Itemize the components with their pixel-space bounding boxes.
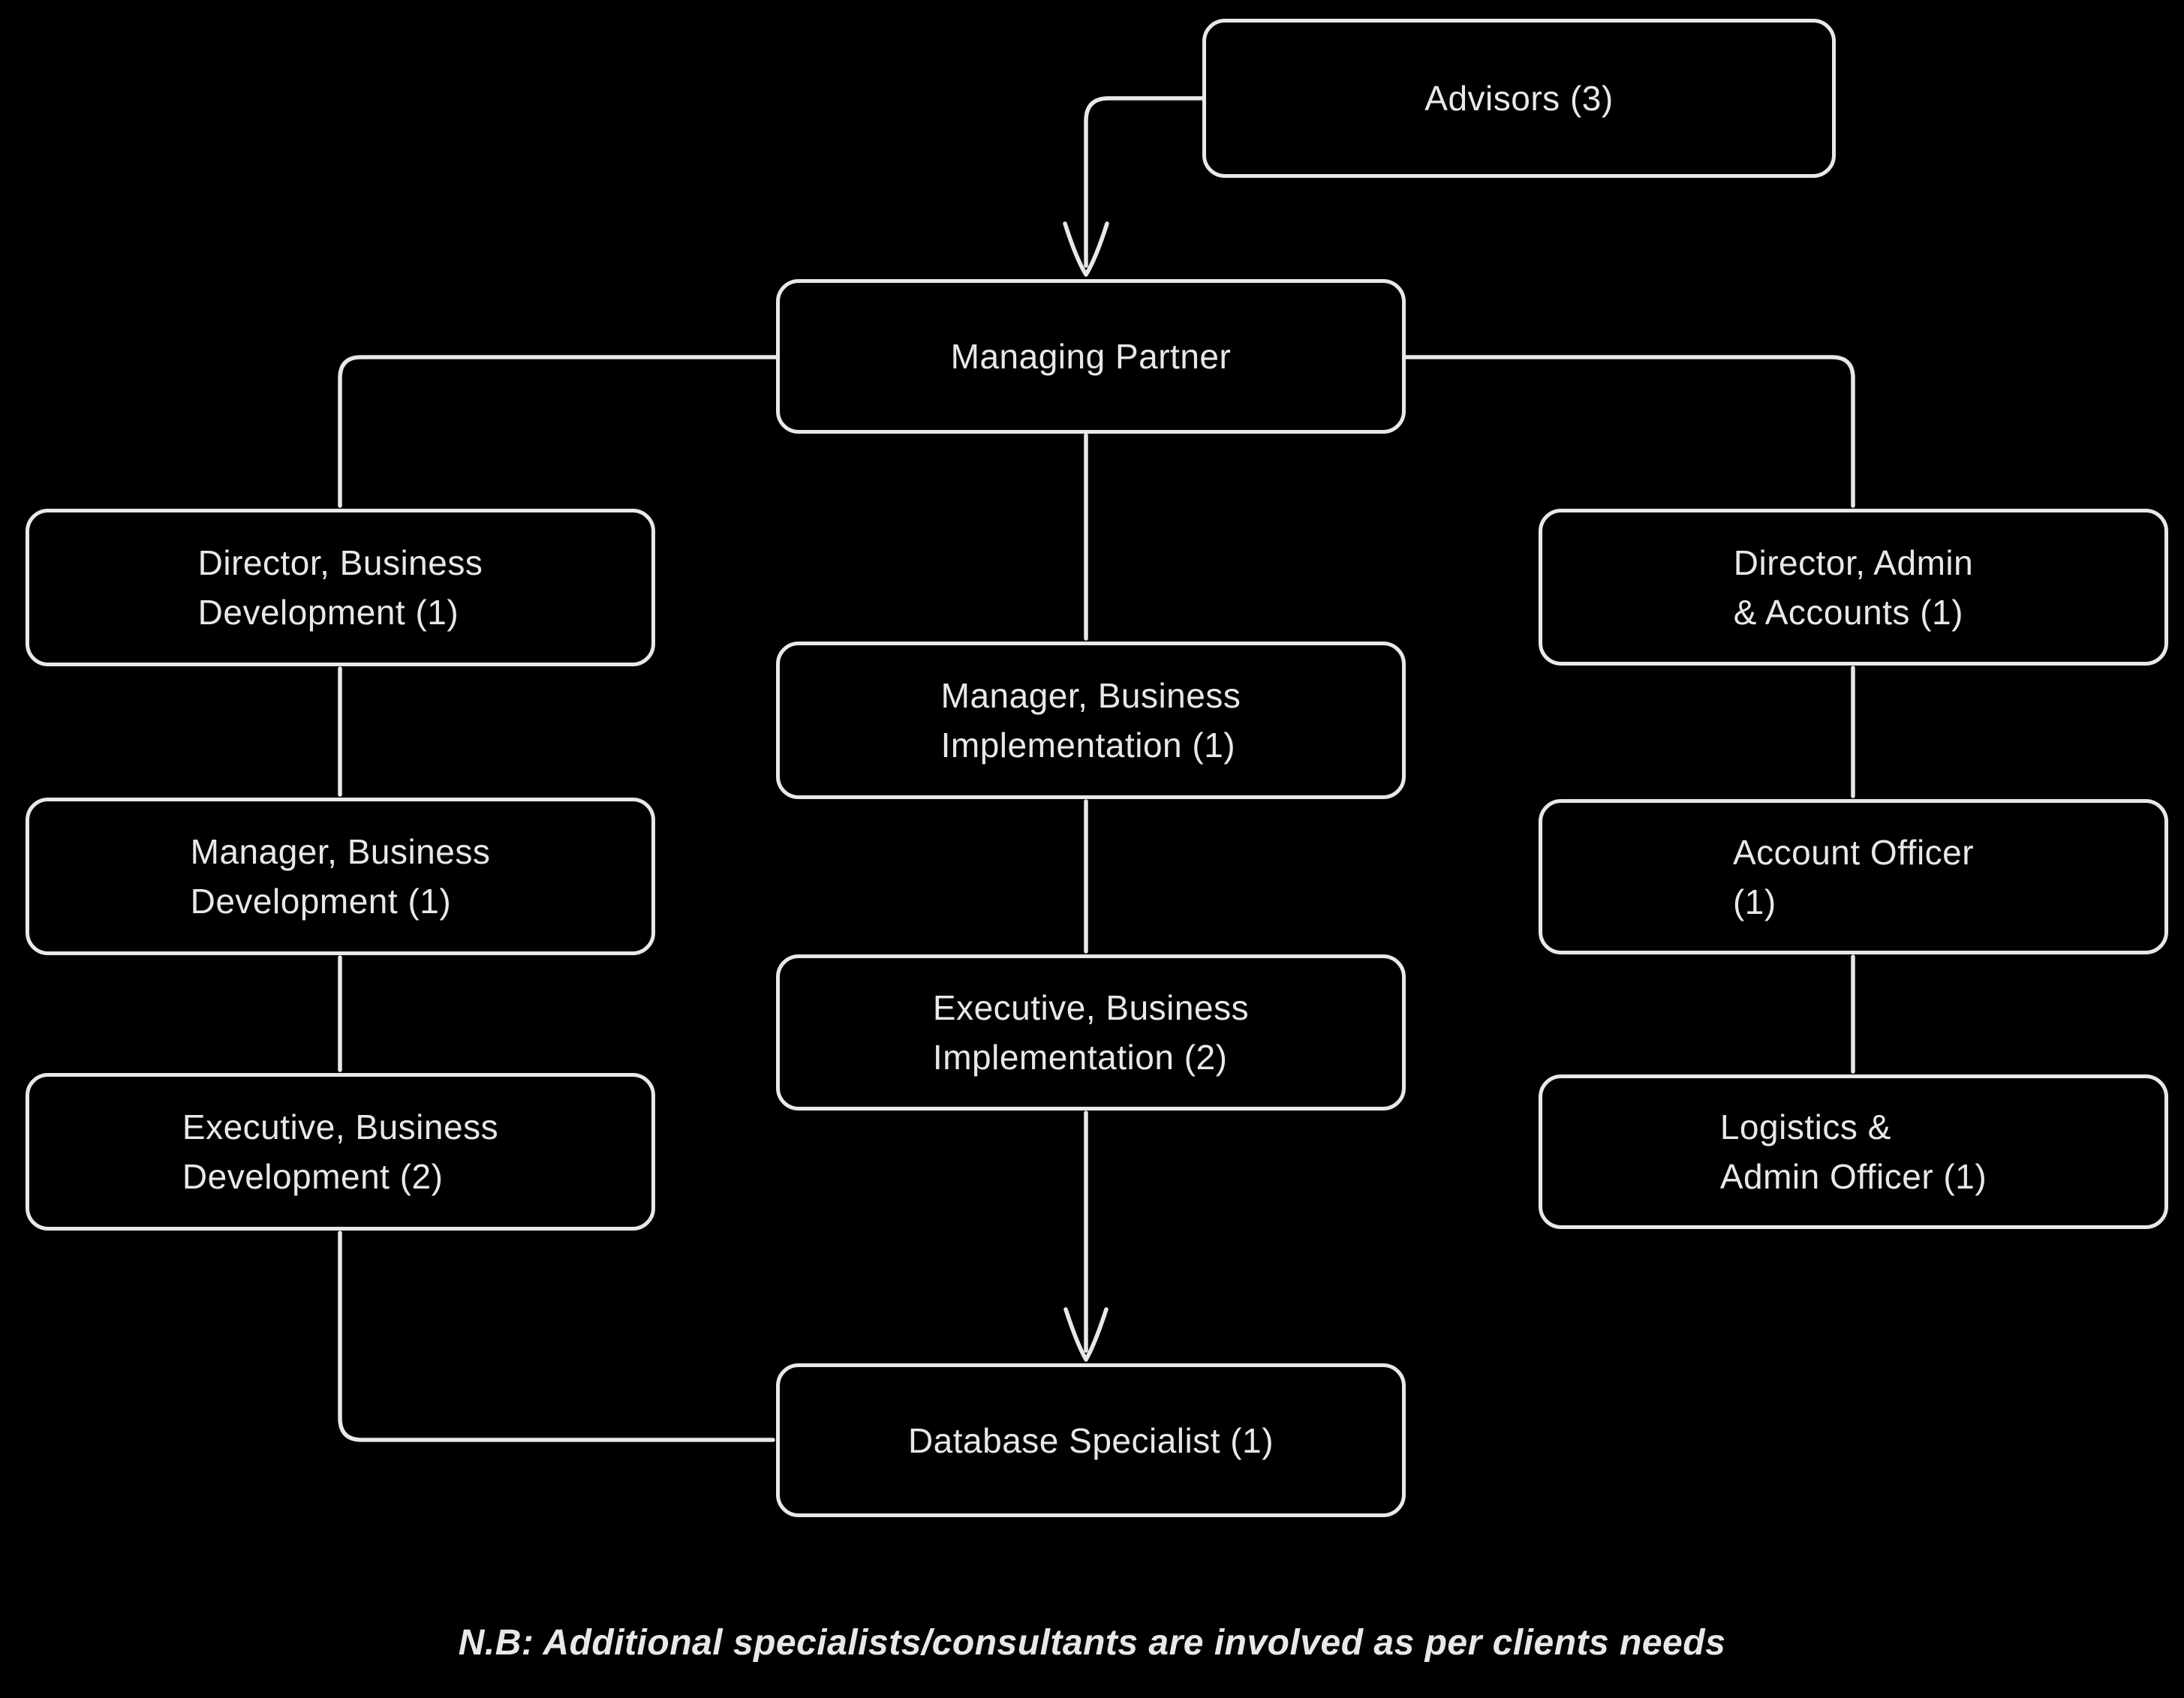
arrowhead-database-specialist xyxy=(1063,1307,1109,1362)
arrowhead-managing-partner xyxy=(1063,221,1109,277)
node-manager-business-development: Manager, Business Development (1) xyxy=(26,798,655,955)
node-manager-business-implementation-label: Manager, Business Implementation (1) xyxy=(940,676,1241,765)
node-director-business-development-label: Director, Business Development (1) xyxy=(197,543,483,632)
node-database-specialist: Database Specialist (1) xyxy=(776,1363,1406,1517)
node-advisors-label: Advisors (3) xyxy=(1424,79,1614,118)
node-manager-business-implementation: Manager, Business Implementation (1) xyxy=(776,642,1406,799)
node-director-admin-accounts: Director, Admin & Accounts (1) xyxy=(1539,509,2168,666)
node-executive-business-implementation: Executive, Business Implementation (2) xyxy=(776,954,1406,1110)
node-manager-business-development-label: Manager, Business Development (1) xyxy=(190,832,491,921)
edge-executive-bd-to-database xyxy=(338,1231,775,1442)
node-logistics-admin-officer-label: Logistics & Admin Officer (1) xyxy=(1719,1107,1987,1196)
edge-mp-to-director-admin xyxy=(1403,355,1855,508)
node-executive-business-development-label: Executive, Business Development (2) xyxy=(182,1107,499,1196)
node-account-officer-label: Account Officer (1) xyxy=(1732,832,1975,921)
node-executive-business-implementation-label: Executive, Business Implementation (2) xyxy=(932,988,1250,1077)
node-logistics-admin-officer: Logistics & Admin Officer (1) xyxy=(1539,1074,2168,1229)
edge-mp-to-director-bd xyxy=(338,355,778,508)
footnote: N.B: Additional specialists/consultants … xyxy=(458,1623,1726,1663)
node-managing-partner: Managing Partner xyxy=(776,279,1406,434)
node-director-admin-accounts-label: Director, Admin & Accounts (1) xyxy=(1733,542,1974,632)
node-account-officer: Account Officer (1) xyxy=(1539,799,2168,954)
edge-advisors-to-managing-partner xyxy=(1084,96,1205,268)
node-database-specialist-label: Database Specialist (1) xyxy=(907,1420,1274,1460)
node-advisors: Advisors (3) xyxy=(1202,19,1836,178)
node-managing-partner-label: Managing Partner xyxy=(950,337,1232,376)
node-director-business-development: Director, Business Development (1) xyxy=(26,509,655,666)
node-executive-business-development: Executive, Business Development (2) xyxy=(26,1073,655,1231)
